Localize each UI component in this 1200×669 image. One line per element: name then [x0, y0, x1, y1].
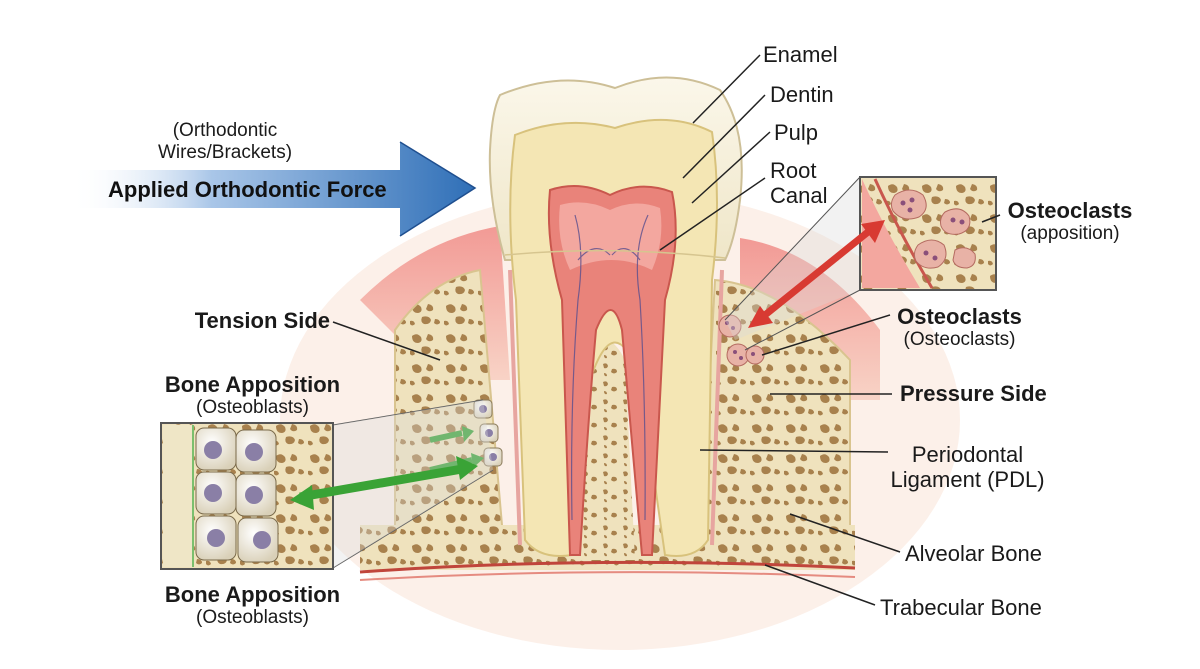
alveolar-bone-label: Alveolar Bone [905, 541, 1042, 566]
root-canal-label: Root Canal [770, 158, 827, 209]
osteoblast-cells [473, 399, 503, 467]
pdl-line1: Periodontal [911, 442, 1024, 467]
tooth [488, 76, 743, 557]
bone-apposition-top-title: Bone Apposition [164, 372, 341, 397]
applied-force-label: Applied Orthodontic Force [108, 177, 387, 202]
trabecular-bone-label: Trabecular Bone [880, 595, 1042, 620]
tension-side-label: Tension Side [194, 308, 330, 333]
osteoclasts-sub: (Osteoclasts) [903, 329, 1016, 351]
force-note-line1: (Orthodontic [172, 120, 278, 141]
osteoblast-inset [160, 399, 494, 570]
pdl-line2: Ligament (PDL) [890, 467, 1045, 493]
dentin-label: Dentin [770, 82, 834, 107]
enamel-label: Enamel [763, 42, 838, 67]
osteoclasts-label: Osteoclasts (Osteoclasts) [892, 304, 1027, 351]
bone-apposition-bottom-title: Bone Apposition [164, 582, 341, 607]
interradicular-bone [580, 340, 635, 560]
osteoclasts-title: Osteoclasts [897, 304, 1022, 329]
force-note-line2: Wires/Brackets) [157, 141, 293, 163]
pulp-label: Pulp [774, 120, 819, 145]
force-note: (Orthodontic Wires/Brackets) [140, 120, 310, 164]
applied-force-arrow [70, 141, 477, 237]
osteoclast-cells [718, 314, 765, 367]
osteoclasts-inset-sub: (apposition) [1020, 223, 1120, 245]
pressure-side-label: Pressure Side [900, 381, 1047, 406]
root-canal-line2: Canal [770, 183, 828, 209]
pdl-outline [508, 269, 724, 546]
osteoclast-inset [724, 176, 997, 351]
bone-apposition-top-label: Bone Apposition (Osteoblasts) [150, 372, 355, 419]
bone-apposition-top-sub: (Osteoblasts) [196, 397, 309, 419]
osteoclasts-inset-title: Osteoclasts [1007, 198, 1133, 223]
leader-lines [332, 54, 1001, 606]
osteoclasts-inset-label: Osteoclasts (apposition) [1005, 198, 1135, 245]
pdl-label: Periodontal Ligament (PDL) [885, 442, 1050, 493]
bone-apposition-bottom-label: Bone Apposition (Osteoblasts) [150, 582, 355, 629]
bone-apposition-bottom-sub: (Osteoblasts) [196, 607, 309, 629]
root-canal-line1: Root [770, 158, 817, 183]
